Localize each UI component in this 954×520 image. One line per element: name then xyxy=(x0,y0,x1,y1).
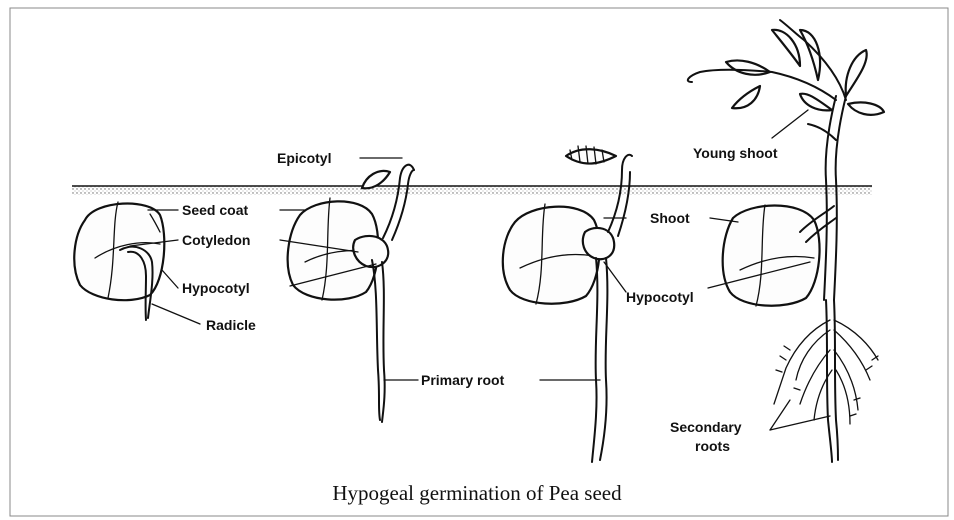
label-epicotyl: Epicotyl xyxy=(277,150,331,166)
label-secondary-roots-line2: roots xyxy=(695,438,730,454)
label-primary-root: Primary root xyxy=(421,372,505,388)
label-hypocotyl-left: Hypocotyl xyxy=(182,280,250,296)
label-shoot: Shoot xyxy=(650,210,690,226)
label-radicle: Radicle xyxy=(206,317,256,333)
seed-stage-1 xyxy=(74,202,164,320)
figure-caption: Hypogeal germination of Pea seed xyxy=(332,481,622,505)
label-cotyledon: Cotyledon xyxy=(182,232,250,248)
label-young-shoot: Young shoot xyxy=(693,145,778,161)
soil-surface xyxy=(72,186,872,195)
seed-stage-4-plant xyxy=(688,20,884,462)
label-seed-coat: Seed coat xyxy=(182,202,248,218)
label-hypocotyl-right: Hypocotyl xyxy=(626,289,694,305)
label-secondary-roots-line1: Secondary xyxy=(670,419,742,435)
seed-stage-2 xyxy=(288,165,414,422)
